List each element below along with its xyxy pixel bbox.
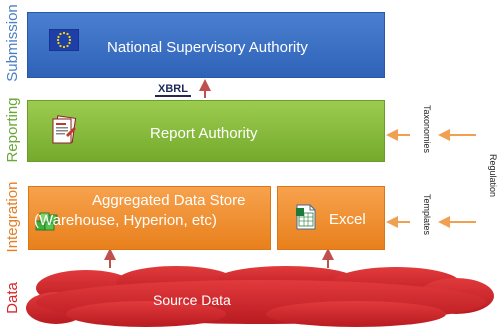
xbrl-logo-text: XBRL bbox=[158, 83, 188, 95]
excel-file-icon bbox=[295, 204, 317, 230]
aggregated-title-line1: Aggregated Data Store bbox=[92, 192, 246, 209]
submission-title: National Supervisory Authority bbox=[107, 39, 308, 56]
source-data-cloud bbox=[26, 266, 494, 327]
aggregated-data-store-box: Aggregated Data Store (Warehouse, Hyperi… bbox=[28, 186, 271, 250]
templates-label: Templates bbox=[422, 194, 432, 236]
source-data-title: Source Data bbox=[153, 292, 231, 308]
excel-title: Excel bbox=[329, 211, 366, 228]
reporting-title: Report Authority bbox=[150, 125, 258, 142]
report-document-icon bbox=[50, 115, 78, 145]
taxonomies-label: Taxonomies bbox=[422, 105, 432, 154]
excel-box: Excel bbox=[277, 186, 385, 250]
reporting-box: Report Authority bbox=[27, 100, 385, 162]
eu-flag-icon bbox=[48, 28, 80, 52]
submission-box: National Supervisory Authority bbox=[27, 12, 385, 78]
aggregated-title-line2: (Warehouse, Hyperion, etc) bbox=[34, 212, 217, 229]
xbrl-logo: XBRL bbox=[153, 81, 193, 100]
regulation-label: Regulation bbox=[488, 154, 498, 198]
database-cubes-icon bbox=[34, 211, 60, 235]
